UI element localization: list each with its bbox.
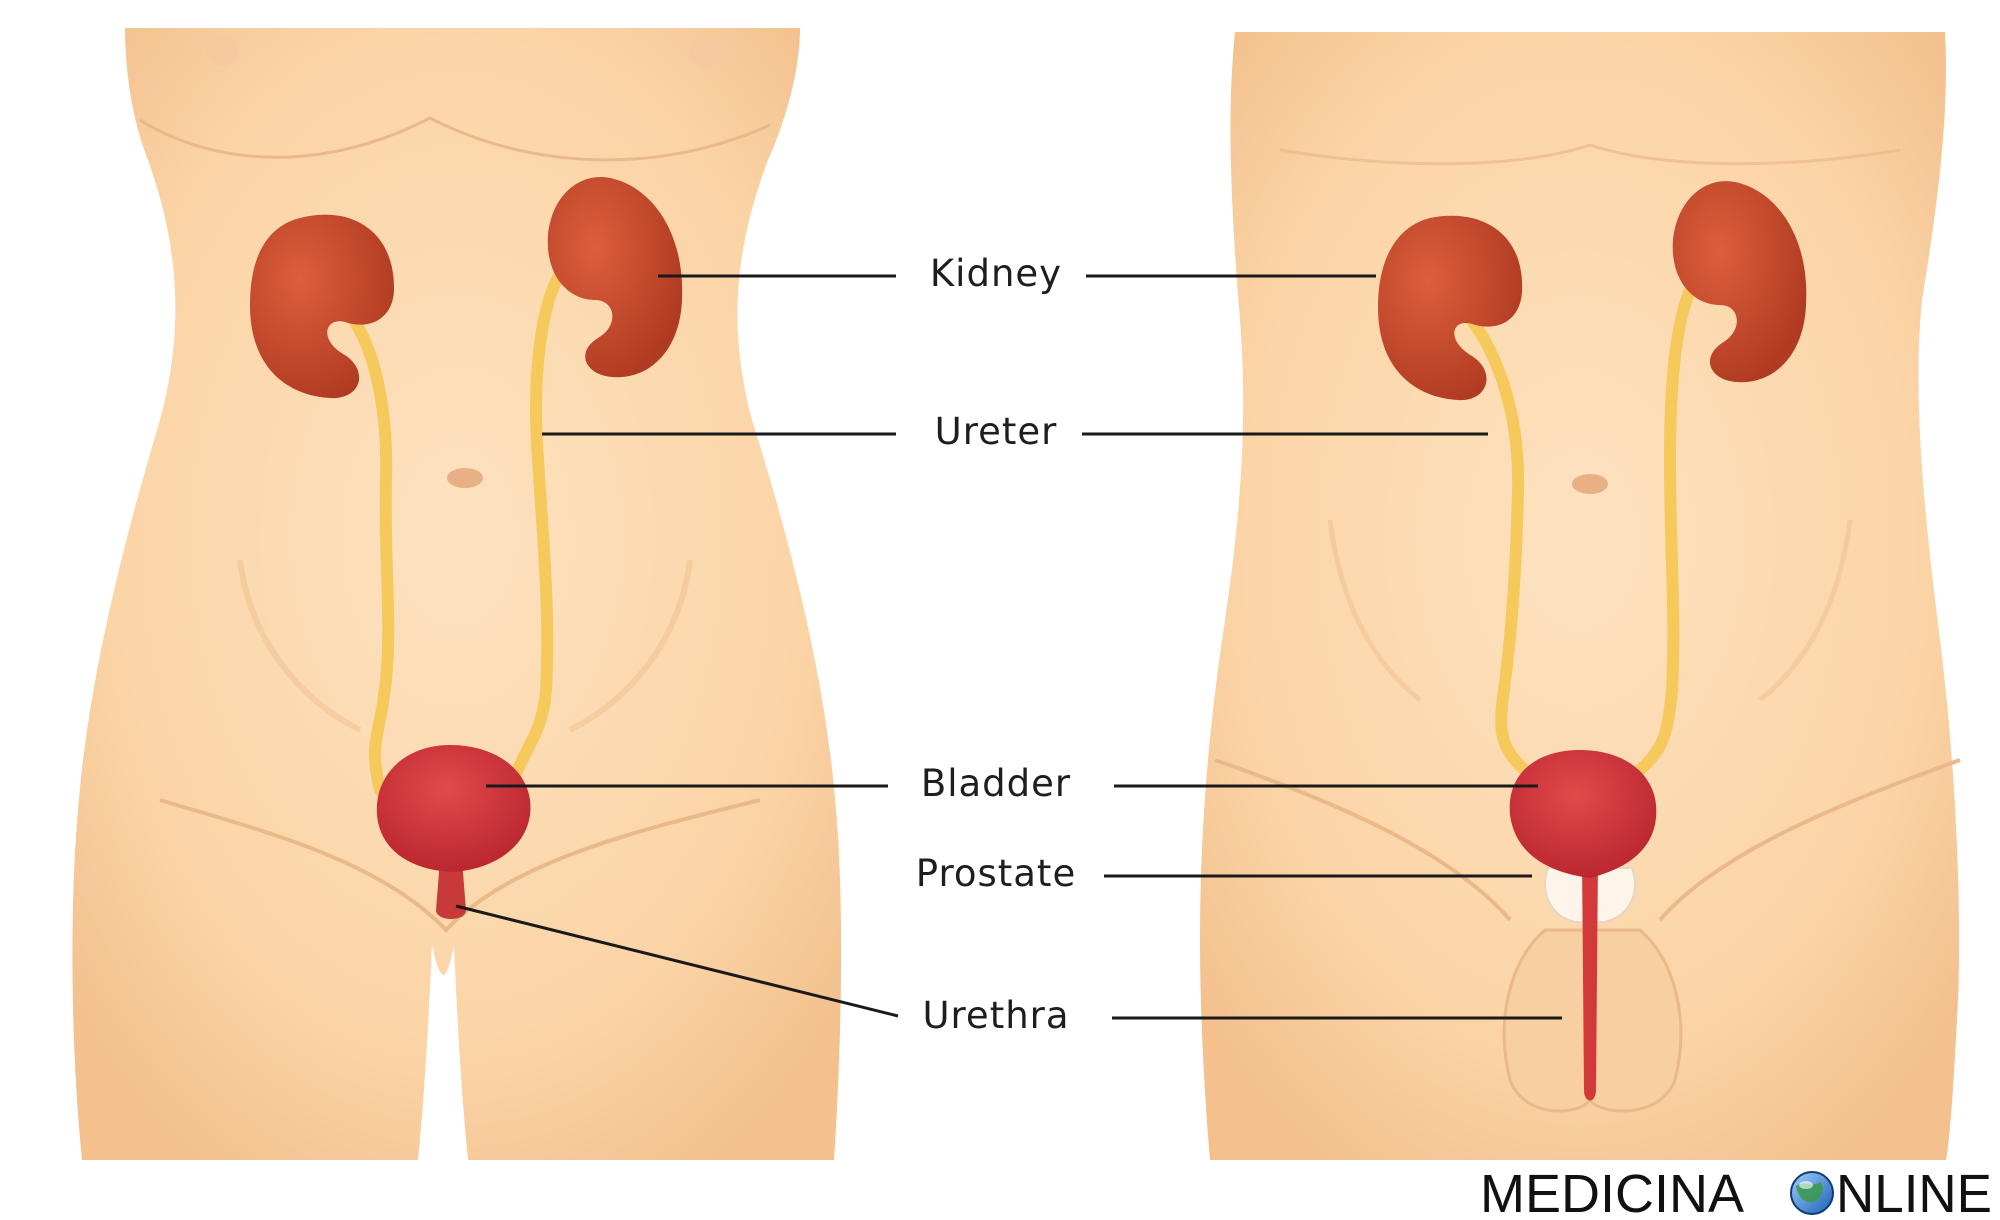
female-left-kidney: [250, 214, 395, 399]
leader-lines: [455, 274, 1562, 1020]
male-left-kidney: [1378, 215, 1523, 401]
labels: Kidney Ureter Bladder Prostate Urethra: [916, 252, 1076, 1037]
female-hip-contour-left: [237, 559, 362, 733]
male-right-ureter: [1634, 266, 1706, 776]
male-ab-contour-left: [1327, 519, 1422, 702]
male-urethra: [1582, 860, 1598, 1101]
female-bladder: [376, 745, 531, 872]
female-groin-contour: [159, 798, 761, 933]
male-navel: [1572, 474, 1608, 494]
male-figure: [1200, 32, 1961, 1160]
globe-icon: [1790, 1171, 1834, 1215]
female-breast-contour: [139, 116, 771, 162]
urethra-leader-left: [455, 904, 899, 1018]
male-bladder: [1509, 750, 1657, 878]
label-kidney: Kidney: [930, 252, 1062, 295]
label-bladder: Bladder: [921, 762, 1071, 805]
female-navel: [447, 468, 483, 488]
watermark-logo: MEDICINA NLINE: [1480, 1164, 1992, 1220]
female-right-ureter: [506, 262, 570, 796]
male-right-kidney: [1672, 181, 1807, 383]
watermark-text-medicina: MEDICINA: [1480, 1164, 1744, 1220]
label-prostate: Prostate: [916, 852, 1076, 895]
watermark-text-nline: NLINE: [1836, 1164, 1992, 1220]
female-torso: [72, 28, 842, 1160]
female-right-kidney: [547, 177, 683, 378]
female-left-ureter: [346, 312, 395, 796]
male-inguinal-contour: [1214, 758, 1961, 922]
label-urethra: Urethra: [922, 994, 1069, 1037]
female-urethra: [436, 860, 466, 919]
male-chest-contour: [1279, 143, 1901, 166]
male-ab-contour-right: [1758, 519, 1853, 702]
female-figure: [72, 28, 842, 1160]
female-hip-contour-right: [568, 559, 693, 733]
label-ureter: Ureter: [935, 410, 1058, 453]
female-left-nipple: [206, 34, 238, 66]
male-left-ureter: [1464, 312, 1531, 776]
female-right-nipple: [689, 36, 721, 68]
